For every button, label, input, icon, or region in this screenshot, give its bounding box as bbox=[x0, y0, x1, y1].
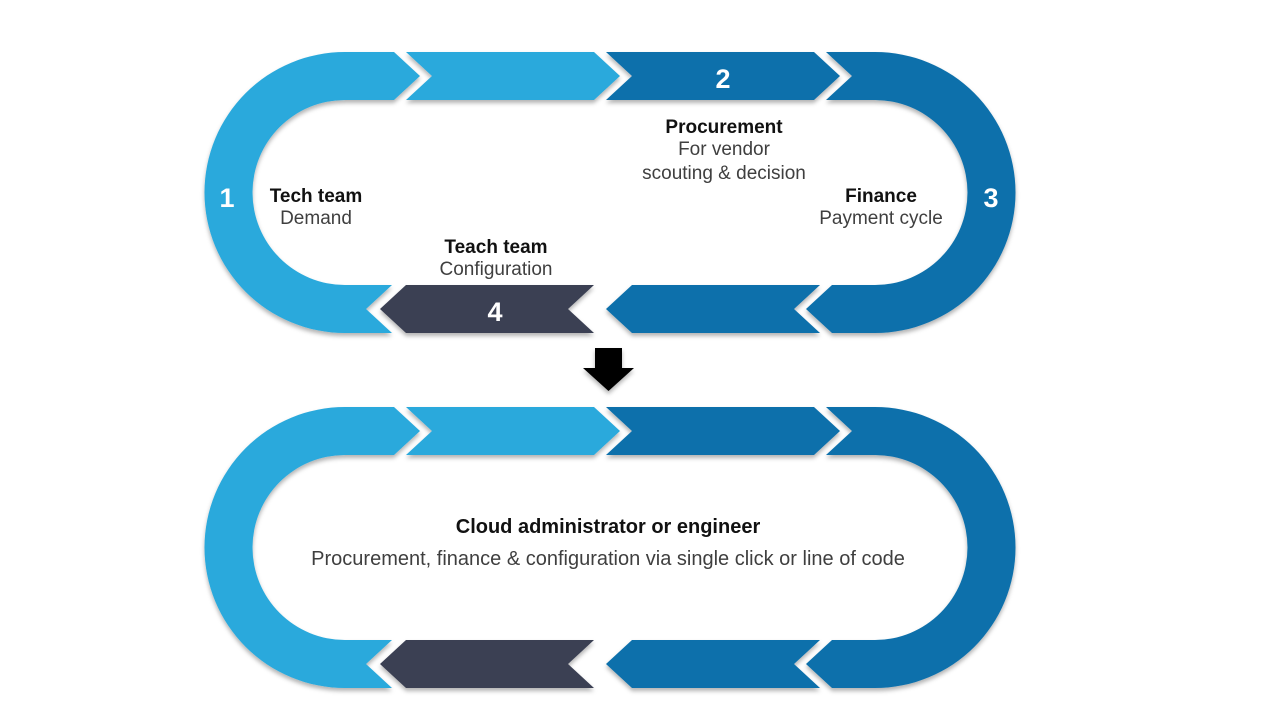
step-2-label: Procurement For vendor scouting & decisi… bbox=[594, 117, 854, 186]
bottom-loop-arc-left bbox=[204, 407, 420, 688]
bottom-loop-chevron-bottom-dark bbox=[606, 640, 820, 688]
bottom-loop-subtitle: Procurement, finance & configuration via… bbox=[311, 548, 905, 570]
top-loop-chevron-step4 bbox=[380, 285, 594, 333]
top-loop-chevron-step2 bbox=[606, 52, 840, 100]
step-1-subtitle: Demand bbox=[280, 208, 352, 229]
step-4-label: Teach team Configuration bbox=[386, 237, 606, 282]
bottom-loop-chevron-top-dark bbox=[606, 407, 840, 455]
top-loop-chevron-bottom bbox=[606, 285, 820, 333]
step-3-number: 3 bbox=[983, 183, 998, 213]
bottom-loop bbox=[204, 407, 1016, 688]
bottom-loop-chevron-light bbox=[406, 407, 620, 455]
step-4-title: Teach team bbox=[444, 237, 548, 258]
bottom-loop-label: Cloud administrator or engineer Procurem… bbox=[258, 516, 958, 571]
step-2-title: Procurement bbox=[665, 117, 783, 138]
down-arrow-icon bbox=[583, 348, 634, 391]
step-2-number: 2 bbox=[715, 64, 730, 94]
step-1-label: Tech team Demand bbox=[206, 186, 426, 231]
step-4-subtitle: Configuration bbox=[439, 259, 553, 280]
bottom-loop-chevron-navy bbox=[380, 640, 594, 688]
top-loop: 1 2 3 4 bbox=[204, 52, 1016, 333]
bottom-loop-arc-right bbox=[806, 407, 1016, 688]
top-loop-chevron-light bbox=[406, 52, 620, 100]
step-1-title: Tech team bbox=[269, 186, 363, 207]
step-1-number: 1 bbox=[219, 183, 234, 213]
step-2-subtitle-line1: For vendor bbox=[678, 139, 770, 160]
step-3-label: Finance Payment cycle bbox=[781, 186, 981, 231]
step-2-subtitle-line2: scouting & decision bbox=[642, 163, 806, 184]
top-loop-arc-step3 bbox=[806, 52, 1016, 333]
top-loop-arc-step1 bbox=[204, 52, 420, 333]
step-4-number: 4 bbox=[487, 297, 502, 327]
step-3-subtitle: Payment cycle bbox=[819, 208, 943, 229]
step-3-title: Finance bbox=[845, 186, 917, 207]
bottom-loop-title: Cloud administrator or engineer bbox=[455, 516, 761, 538]
